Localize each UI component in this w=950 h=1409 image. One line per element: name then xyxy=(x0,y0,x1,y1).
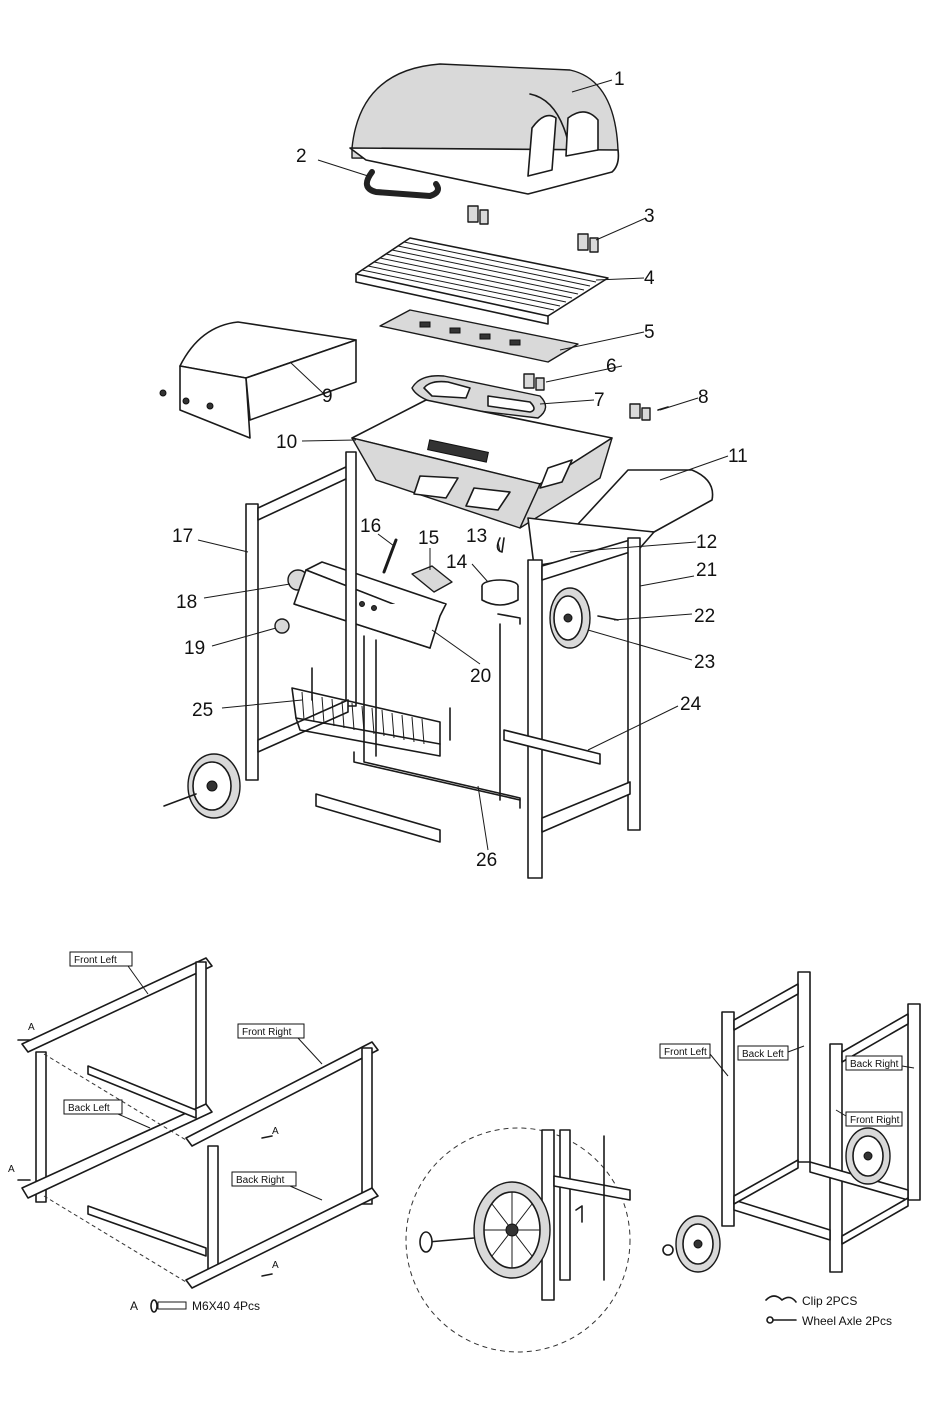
assembled-label-front-left: Front Left xyxy=(664,1047,707,1058)
bolt-marker-a3: A xyxy=(272,1126,279,1137)
callout-16: 16 xyxy=(360,516,381,537)
left-shelf-part xyxy=(160,322,356,438)
callout-17: 17 xyxy=(172,526,193,547)
bolt-legend: A M6X40 4Pcs xyxy=(130,1299,260,1313)
callout-12: 12 xyxy=(696,532,717,553)
callout-23: 23 xyxy=(694,652,715,673)
callout-19: 19 xyxy=(184,638,205,659)
callout-8: 8 xyxy=(698,387,709,408)
parts-legend: Clip 2PCS Wheel Axle 2Pcs xyxy=(766,1294,892,1328)
axle-legend-text: Wheel Axle 2Pcs xyxy=(802,1314,892,1328)
callout-1: 1 xyxy=(614,69,625,90)
bolt-legend-text: M6X40 4Pcs xyxy=(192,1299,260,1313)
callout-9: 9 xyxy=(322,386,333,407)
assembled-cart: Front Left Back Left Back Right Front Ri… xyxy=(660,972,920,1272)
frame-label-back-right: Back Right xyxy=(236,1175,285,1186)
callout-25: 25 xyxy=(192,700,213,721)
callout-7: 7 xyxy=(594,390,605,411)
callout-20: 20 xyxy=(470,666,491,687)
callout-13: 13 xyxy=(466,526,487,547)
frame-label-front-right: Front Right xyxy=(242,1027,292,1038)
cooking-grid-part xyxy=(356,238,608,324)
frame-label-back-left: Back Left xyxy=(68,1103,110,1114)
callout-24: 24 xyxy=(680,694,702,715)
frame-label-front-left: Front Left xyxy=(74,955,117,966)
bolt-marker-a1: A xyxy=(28,1022,35,1033)
frame-assembly: A A A A Front Left Front Right Back Left… xyxy=(8,952,378,1288)
callout-10: 10 xyxy=(276,432,297,453)
callout-3: 3 xyxy=(644,206,655,227)
callout-2: 2 xyxy=(296,146,307,167)
callout-4: 4 xyxy=(644,268,655,289)
callout-14: 14 xyxy=(446,552,468,573)
back-rods xyxy=(354,614,520,808)
assembled-label-front-right: Front Right xyxy=(850,1115,900,1126)
firebox-part xyxy=(352,400,612,528)
callout-21: 21 xyxy=(696,560,717,581)
clip-legend-text: Clip 2PCS xyxy=(802,1294,857,1308)
assembled-label-back-left: Back Left xyxy=(742,1049,784,1060)
bolt-marker-a4: A xyxy=(272,1260,279,1271)
assembled-label-back-right: Back Right xyxy=(850,1059,899,1070)
hinge-part xyxy=(468,206,598,252)
callout-18: 18 xyxy=(176,592,197,613)
callout-22: 22 xyxy=(694,606,715,627)
callout-26: 26 xyxy=(476,850,497,871)
callout-15: 15 xyxy=(418,528,439,549)
bolt-marker-a2: A xyxy=(8,1164,15,1175)
lid-part xyxy=(350,64,618,194)
callout-11: 11 xyxy=(728,446,748,467)
callout-5: 5 xyxy=(644,322,655,343)
callout-6: 6 xyxy=(606,356,617,377)
bolt-legend-letter: A xyxy=(130,1299,138,1313)
wheel-detail xyxy=(406,1128,630,1352)
basket-part xyxy=(292,668,450,756)
right-cart-frame xyxy=(528,538,640,878)
lid-handle-part xyxy=(367,172,438,196)
